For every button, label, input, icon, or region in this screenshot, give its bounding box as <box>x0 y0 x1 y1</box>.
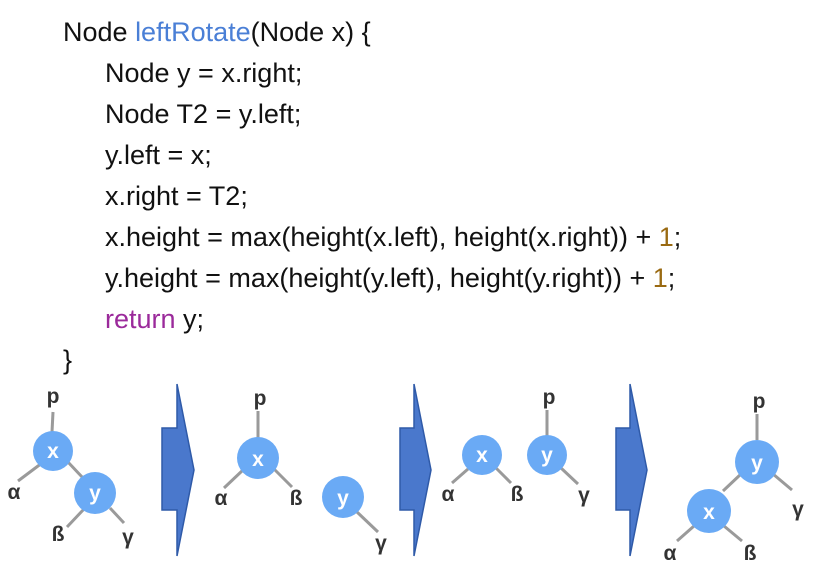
code-line-6: y.height = max(height(y.left), height(y.… <box>105 258 675 299</box>
node-x <box>462 435 502 475</box>
code-params: (Node x) { <box>250 17 371 47</box>
label-x: x <box>252 448 264 471</box>
code-function-name: leftRotate <box>135 17 251 47</box>
label-gamma: γ <box>375 532 387 555</box>
code-line-4: x.right = T2; <box>105 181 248 211</box>
code-semicolon: ; <box>673 222 682 252</box>
code-semicolon: ; <box>667 263 676 293</box>
stage-3-tree: p x y α ß γ <box>442 386 591 507</box>
label-gamma: γ <box>578 484 590 507</box>
label-x: x <box>703 501 715 524</box>
code-type: Node <box>63 17 136 47</box>
node-x <box>33 431 73 471</box>
label-y: y <box>89 482 101 505</box>
label-p: p <box>254 387 267 410</box>
edge <box>676 524 695 543</box>
edge <box>222 468 245 490</box>
edge <box>65 507 86 529</box>
code-line-2: Node T2 = y.left; <box>105 99 302 129</box>
edge <box>272 467 294 489</box>
edge <box>721 472 743 493</box>
code-height-y: y.height = max(height(y.left), height(y.… <box>105 263 653 293</box>
node-y <box>322 476 364 518</box>
arrow-right-icon <box>161 383 195 557</box>
label-p: p <box>753 390 766 413</box>
edge <box>108 506 126 525</box>
code-line-5: x.height = max(height(x.left), height(x.… <box>105 217 681 258</box>
label-alpha: α <box>442 483 455 506</box>
node-x <box>237 437 279 479</box>
code-signature: Node leftRotate(Node x) { <box>63 12 371 53</box>
edge <box>723 524 743 543</box>
edge <box>17 461 43 483</box>
edge <box>772 472 793 492</box>
code-line-3: y.left = x; <box>105 140 212 170</box>
code-line-1: Node y = x.right; <box>105 58 303 88</box>
node-y <box>527 435 567 475</box>
edge <box>50 411 55 433</box>
label-alpha: α <box>8 481 21 504</box>
code-line-7: return y; <box>105 299 204 340</box>
code-return-value: y; <box>175 304 205 334</box>
arrow-right-icon <box>615 383 648 557</box>
node-x <box>687 489 731 533</box>
code-return-keyword: return <box>105 304 176 334</box>
label-beta: ß <box>744 542 757 565</box>
edge <box>494 466 513 485</box>
label-y: y <box>337 487 349 510</box>
edge <box>451 467 469 485</box>
code-number: 1 <box>652 263 668 293</box>
label-y: y <box>751 452 763 475</box>
code-number: 1 <box>658 222 674 252</box>
label-p: p <box>543 386 556 409</box>
label-beta: ß <box>290 487 303 510</box>
label-gamma: γ <box>792 498 804 521</box>
label-x: x <box>47 440 59 463</box>
label-y: y <box>541 444 553 467</box>
edge <box>355 510 380 534</box>
label-alpha: α <box>215 487 228 510</box>
label-alpha: α <box>664 542 677 565</box>
code-close-brace: } <box>63 345 73 375</box>
stage-2-tree: p x y α ß γ <box>215 387 388 555</box>
label-x: x <box>476 444 488 467</box>
stage-1-tree: p x y α ß γ <box>8 385 135 549</box>
node-y <box>74 472 116 514</box>
arrow-right-icon <box>399 383 432 557</box>
label-beta: ß <box>52 523 65 546</box>
edge <box>559 466 580 486</box>
label-beta: ß <box>511 483 524 506</box>
edge <box>65 459 85 480</box>
label-p: p <box>47 385 60 408</box>
node-y <box>735 440 779 484</box>
stage-4-tree: p y x γ α ß <box>664 390 805 565</box>
label-gamma: γ <box>122 526 134 549</box>
code-height-x: x.height = max(height(x.left), height(x.… <box>105 222 659 252</box>
